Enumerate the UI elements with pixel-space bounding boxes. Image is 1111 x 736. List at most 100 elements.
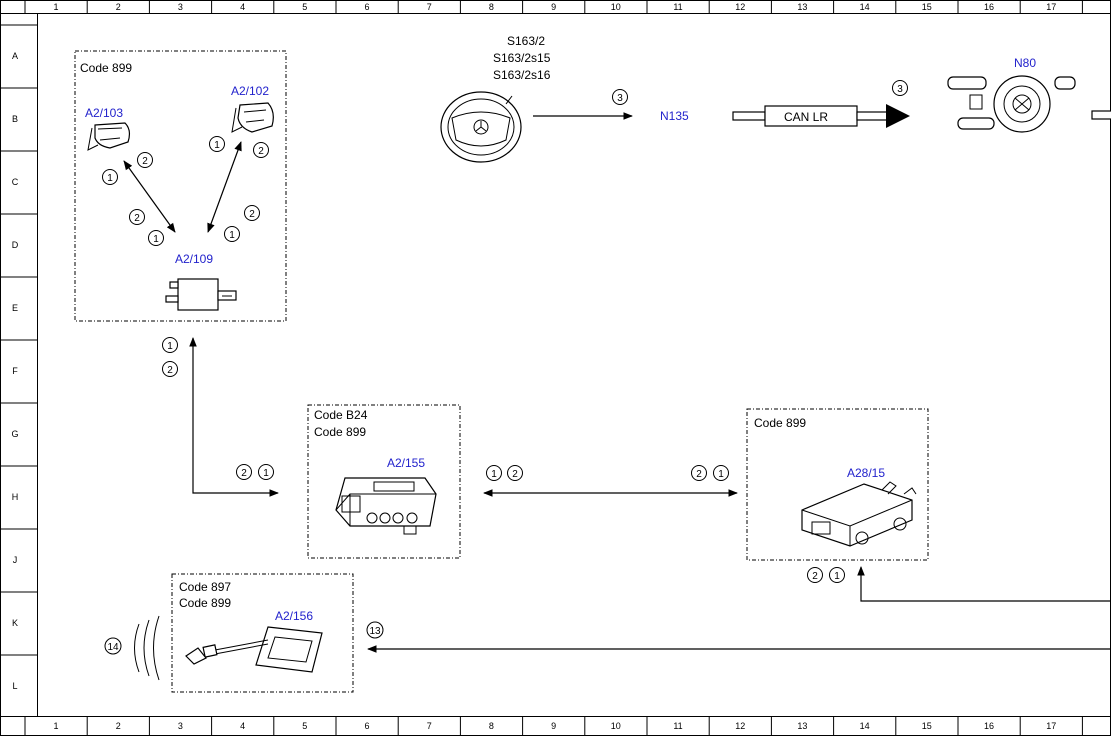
marker-h1a: 1 [258,464,274,480]
row-label: C [12,177,19,187]
svg-text:1: 1 [107,173,113,184]
col-label-bottom: 5 [302,721,307,731]
col-label-bottom: 13 [797,721,807,731]
svg-text:1: 1 [834,571,840,582]
col-label-bottom: 14 [860,721,870,731]
col-label-bottom: 10 [611,721,621,731]
col-label-top: 11 [673,2,682,12]
col-label-bottom: 12 [735,721,745,731]
svg-text:3: 3 [617,93,623,104]
label-a2-102: A2/102 [231,84,269,98]
mirror-right-icon [231,102,274,133]
col-label-top: 14 [860,2,870,12]
link-a2-155-mirror-group [189,337,279,497]
marker-h1c: 1 [713,465,729,481]
steering-label-2: S163/2s15 [493,51,551,65]
col-label-top: 10 [611,2,621,12]
mirror-left-icon [87,122,131,151]
col-label-top: 9 [551,2,556,12]
svg-text:2: 2 [512,469,518,480]
marker-c1: 1 [102,169,118,185]
col-label-bottom: 7 [427,721,432,731]
a2-156-group-code-1: Code 897 [179,580,231,594]
col-label-top: 15 [922,2,932,12]
col-label-bottom: 6 [364,721,369,731]
a2-156-group-box [171,573,354,693]
a28-15-group-code: Code 899 [754,416,806,430]
antenna-a2-156-icon [185,626,323,673]
marker-c7: 2 [244,205,260,221]
marker-c6: 2 [253,142,269,158]
marker-j2: 2 [807,567,823,583]
svg-text:2: 2 [134,213,140,224]
svg-text:2: 2 [241,468,247,479]
a2-156-group-code-2: Code 899 [179,596,231,610]
col-label-top: 3 [178,2,183,12]
row-label: H [12,492,19,502]
link-a2-109-a2-102 [207,141,242,233]
marker-k13: 13 [366,621,384,639]
col-label-bottom: 3 [178,721,183,731]
label-n135: N135 [660,109,689,123]
mirrors-group-box [74,50,287,322]
row-label: F [12,366,18,376]
marker-h2b: 2 [507,465,523,481]
svg-text:2: 2 [142,156,148,167]
module-a2-155-icon [335,477,437,535]
svg-text:1: 1 [718,469,724,480]
label-a2-109: A2/109 [175,252,213,266]
col-label-top: 7 [427,2,432,12]
row-label: E [12,303,18,313]
col-label-top: 17 [1046,2,1056,12]
steering-column-module-icon [947,75,1111,133]
col-label-bottom: 16 [984,721,994,731]
marker-j1: 1 [829,567,845,583]
marker-wave-14: 14 [104,637,122,655]
col-label-bottom: 4 [240,721,245,731]
link-a2-109-a2-103 [123,160,176,233]
row-label: K [12,618,18,628]
mirrors-group-code: Code 899 [80,61,132,75]
col-label-top: 5 [302,2,307,12]
svg-text:2: 2 [696,469,702,480]
col-label-bottom: 17 [1046,721,1056,731]
svg-text:1: 1 [263,468,269,479]
marker-c2: 2 [137,152,153,168]
can-lr-bus [732,104,910,128]
svg-text:2: 2 [249,209,255,220]
module-a28-15-icon [801,481,917,547]
label-a28-15: A28/15 [847,466,885,480]
can-lr-label: CAN LR [784,110,828,124]
marker-c8: 1 [224,226,240,242]
marker-c3: 2 [129,209,145,225]
label-a2-103: A2/103 [85,106,123,120]
svg-text:1: 1 [491,469,497,480]
col-label-top: 1 [53,2,58,12]
radio-wave-icon [134,615,160,681]
link-external-a28-15 [857,566,1111,602]
module-a2-109-icon [165,278,237,311]
marker-h2c: 2 [691,465,707,481]
col-label-top: 6 [364,2,369,12]
svg-text:1: 1 [229,230,235,241]
label-n80: N80 [1014,56,1036,70]
label-a2-156: A2/156 [275,609,313,623]
steering-wheel-icon [440,91,522,163]
col-label-top: 4 [240,2,245,12]
svg-text:1: 1 [214,140,220,151]
col-label-top: 2 [116,2,121,12]
marker-c5: 1 [209,136,225,152]
col-label-top: 12 [735,2,745,12]
row-label: B [12,114,18,124]
svg-text:1: 1 [167,341,173,352]
svg-text:1: 1 [153,234,159,245]
svg-text:14: 14 [107,642,119,653]
row-label: A [12,51,18,61]
marker-h2a: 2 [236,464,252,480]
col-label-bottom: 2 [116,721,121,731]
col-label-bottom: 15 [922,721,932,731]
svg-text:2: 2 [812,571,818,582]
label-a2-155: A2/155 [387,456,425,470]
a28-15-group-box [746,408,929,561]
steering-label-1: S163/2 [507,34,545,48]
